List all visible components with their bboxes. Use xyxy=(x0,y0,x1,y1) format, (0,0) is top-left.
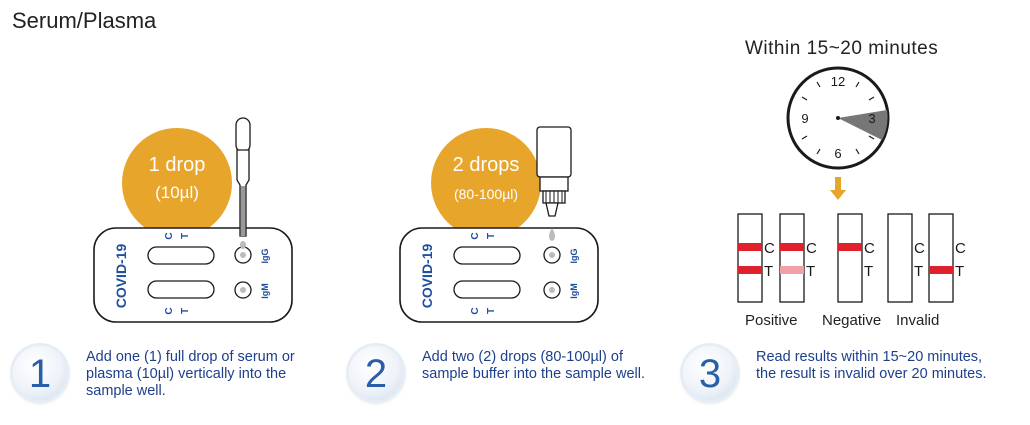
cassette-brand: COVID-19 xyxy=(113,244,129,309)
c-label: C xyxy=(470,232,481,239)
bubble-line2: (80-100µl) xyxy=(453,186,519,202)
t-line-label: T xyxy=(955,263,964,280)
c-line-label: C xyxy=(955,240,966,257)
clock-numeral-6: 6 xyxy=(834,146,841,161)
result-strip-invalid-1 xyxy=(887,213,913,303)
t-label: T xyxy=(486,308,497,314)
t-line-label: T xyxy=(806,263,815,280)
t-label: T xyxy=(180,233,191,239)
t-line-label: T xyxy=(914,263,923,280)
c-label: C xyxy=(164,232,175,239)
two-drops-bubble: 2 drops (80-100µl) xyxy=(431,128,541,238)
bubble-line2: (10µl) xyxy=(155,183,199,202)
step-number-1: 1 xyxy=(13,346,67,400)
c-line-label: C xyxy=(864,240,875,257)
igm-label: IgM xyxy=(260,283,270,299)
page-title: Serum/Plasma xyxy=(12,8,157,33)
t-label: T xyxy=(180,308,191,314)
result-label-positive: Positive xyxy=(745,312,798,329)
result-strip-positive-2 xyxy=(779,213,805,303)
pipette-icon xyxy=(235,117,251,249)
test-cassette-2: COVID-19 C T C T IgG IgM xyxy=(399,227,599,323)
result-window-igm xyxy=(453,280,521,299)
igg-label: IgG xyxy=(569,249,579,264)
step-1-text: Add one (1) full drop of serum or plasma… xyxy=(86,349,295,399)
bubble-line1: 2 drops xyxy=(452,154,520,176)
step-number-2: 2 xyxy=(349,346,403,400)
t-line-label: T xyxy=(864,263,873,280)
t-line-label: T xyxy=(764,263,773,280)
result-label-negative: Negative xyxy=(822,312,882,329)
bubble-tail xyxy=(190,204,212,226)
step-2-text: Add two (2) drops (80-100µl) of sample b… xyxy=(422,349,645,382)
igg-label: IgG xyxy=(260,249,270,264)
bubble-line1: 1 drop xyxy=(148,154,206,176)
one-drop-bubble: 1 drop (10µl) xyxy=(122,128,232,238)
clock-caption: Within 15~20 minutes xyxy=(745,38,939,59)
clock-icon: 12 3 6 9 xyxy=(786,66,890,170)
c-label: C xyxy=(164,307,175,314)
buffer-bottle-icon xyxy=(536,126,572,241)
c-label: C xyxy=(470,307,481,314)
clock-numeral-3: 3 xyxy=(868,111,875,126)
c-line-label: C xyxy=(764,240,775,257)
cassette-brand: COVID-19 xyxy=(419,244,435,309)
down-arrow-icon xyxy=(830,177,846,200)
result-strip-positive-1 xyxy=(737,213,763,303)
c-line-label: C xyxy=(914,240,925,257)
step-number-3: 3 xyxy=(683,346,737,400)
result-strip-invalid-2 xyxy=(928,213,954,303)
result-window-igg xyxy=(147,246,215,265)
bubble-tail xyxy=(497,202,520,226)
igm-label: IgM xyxy=(569,283,579,299)
result-window-igm xyxy=(147,280,215,299)
test-cassette-1: COVID-19 C T C T IgG IgM xyxy=(93,227,293,323)
c-line-label: C xyxy=(806,240,817,257)
clock-numeral-9: 9 xyxy=(801,111,808,126)
result-window-igg xyxy=(453,246,521,265)
result-label-invalid: Invalid xyxy=(896,312,940,329)
t-label: T xyxy=(486,233,497,239)
step-3-text: Read results within 15~20 minutes, the r… xyxy=(756,349,987,382)
clock-numeral-12: 12 xyxy=(831,74,845,89)
result-strip-negative xyxy=(837,213,863,303)
